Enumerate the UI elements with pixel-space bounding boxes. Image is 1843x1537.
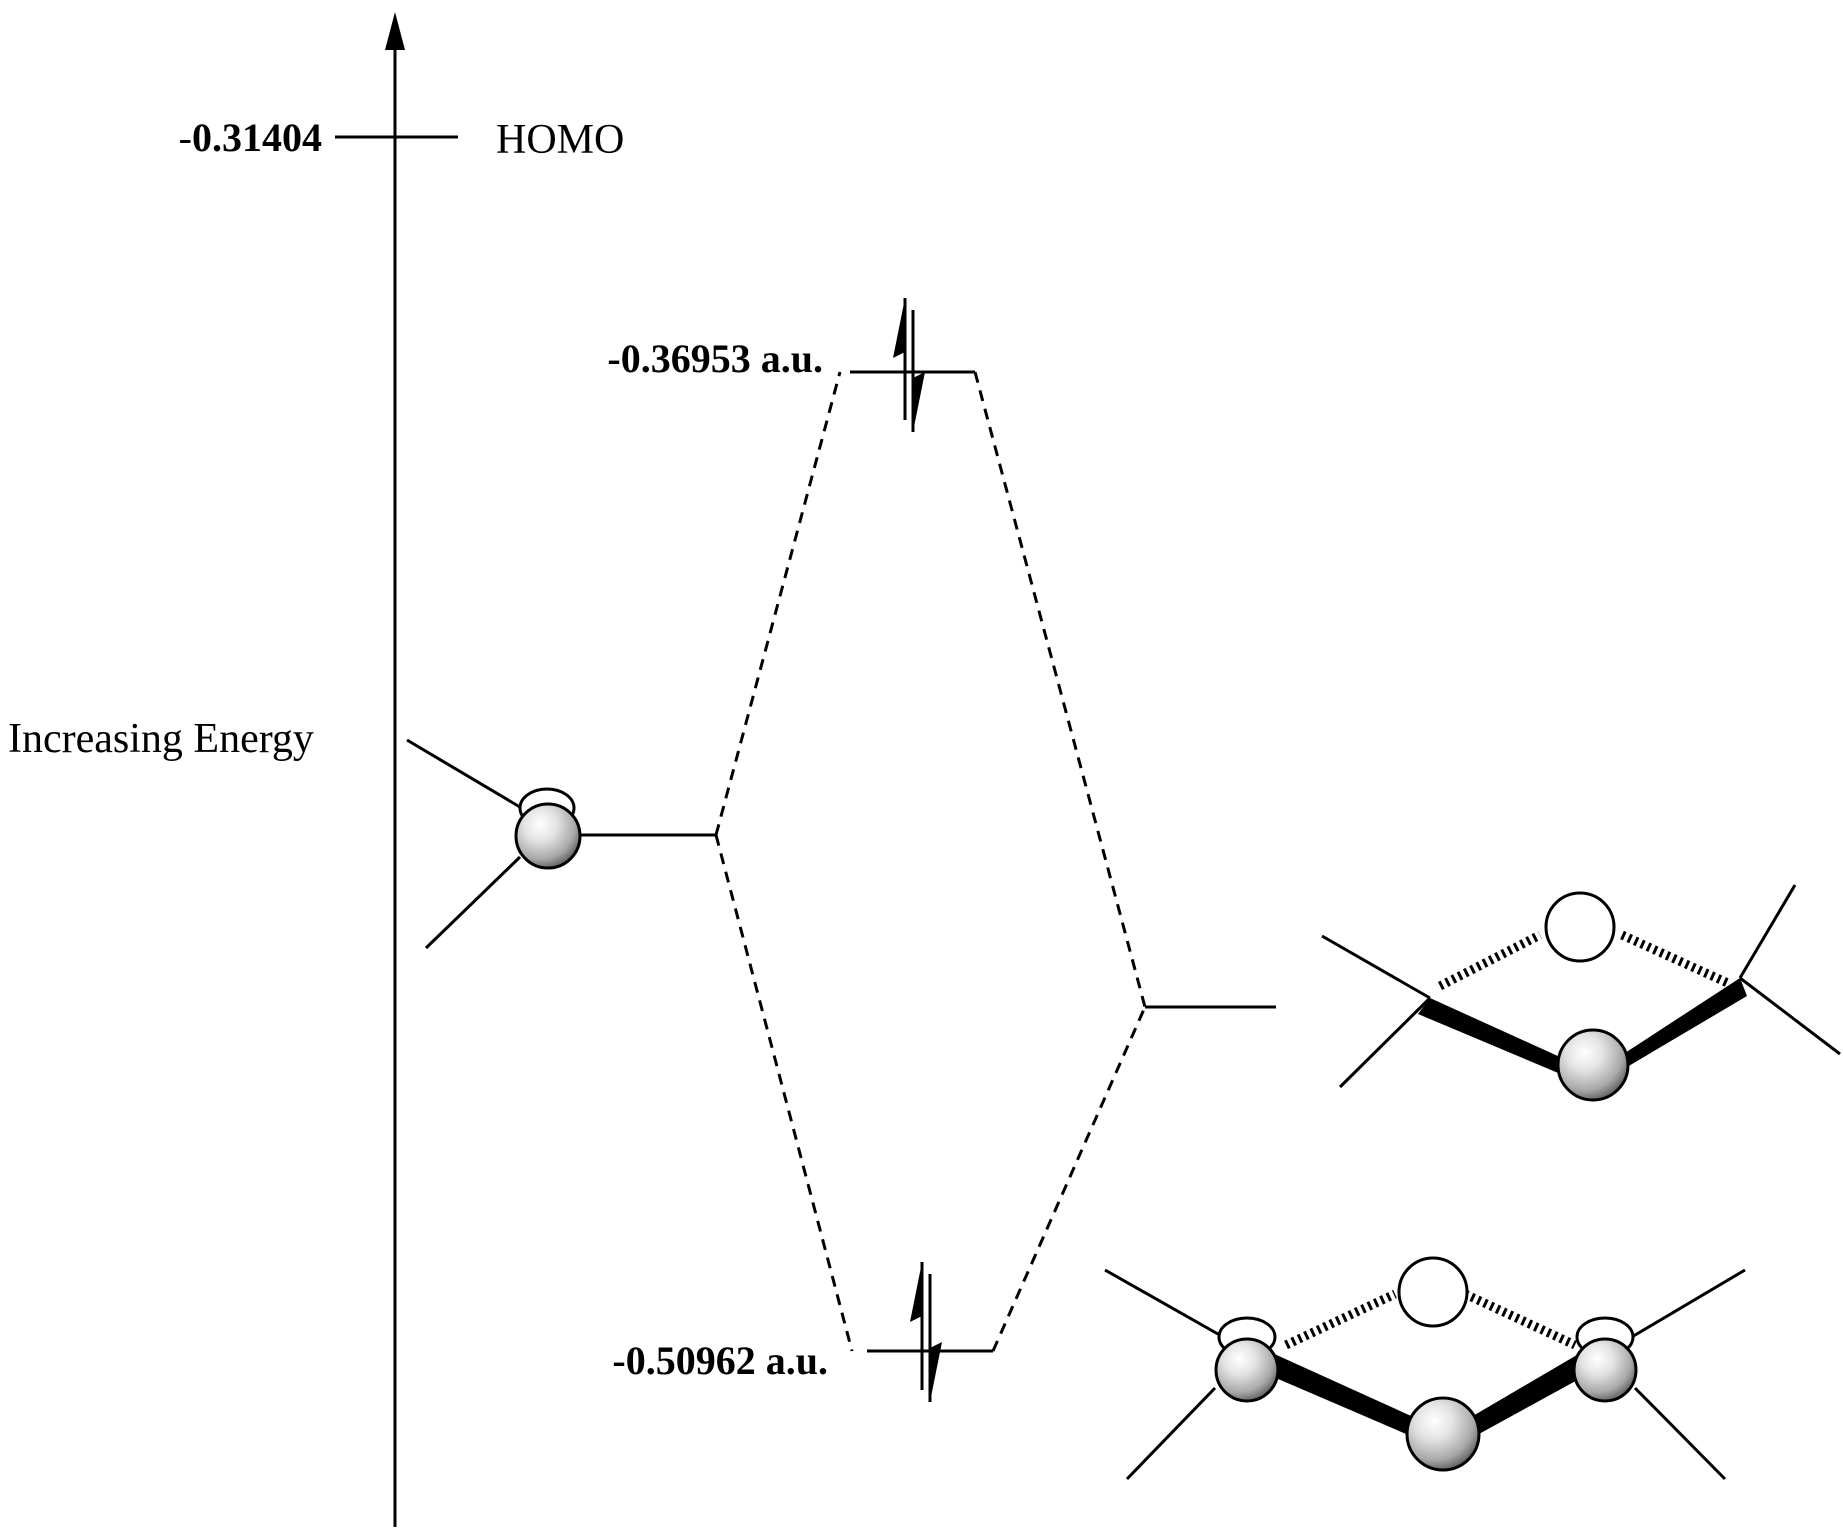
homo-level: -0.31404 HOMO xyxy=(179,115,625,163)
orbital-lobe-empty-icon xyxy=(1397,1256,1469,1328)
correlation-line-b-bonding xyxy=(991,1006,1147,1352)
orbital-lobe-empty-icon xyxy=(1544,891,1616,963)
antibonding-level: -0.36953 a.u. xyxy=(607,298,975,432)
orbital-lobe-filled-icon xyxy=(1556,1028,1630,1102)
correlation-line-b-antibonding xyxy=(973,371,1147,1008)
bonding-energy-value: -0.50962 a.u. xyxy=(612,1338,828,1383)
homo-label: HOMO xyxy=(496,117,624,163)
correlation-lines xyxy=(714,371,1147,1352)
antibonding-electron-pair-icon xyxy=(893,298,925,432)
fragment-a-orbital xyxy=(406,738,590,950)
orbital-lobe-filled-icon xyxy=(1572,1337,1638,1403)
homo-energy-value: -0.31404 xyxy=(179,115,322,160)
antibonding-energy-value: -0.36953 a.u. xyxy=(607,336,823,381)
axis-label: Increasing Energy xyxy=(8,716,314,762)
correlation-line-a-antibonding xyxy=(714,371,842,836)
homo-energy-sign: - xyxy=(179,115,192,160)
homo-energy-number: 0.31404 xyxy=(192,115,322,160)
fragment-b-orbital xyxy=(1321,884,1841,1102)
orbital-lobe-filled-icon xyxy=(1214,1337,1280,1403)
orbital-lobe-filled-icon xyxy=(514,802,582,870)
orbital-lobe-filled-icon xyxy=(1405,1396,1481,1472)
bonding-electron-pair-icon xyxy=(910,1262,942,1402)
bonding-orbital xyxy=(1104,1256,1746,1481)
bonding-level: -0.50962 a.u. xyxy=(612,1262,993,1402)
energy-axis xyxy=(385,12,405,1527)
axis-arrowhead-icon xyxy=(385,12,405,50)
correlation-line-a-bonding xyxy=(714,834,854,1352)
